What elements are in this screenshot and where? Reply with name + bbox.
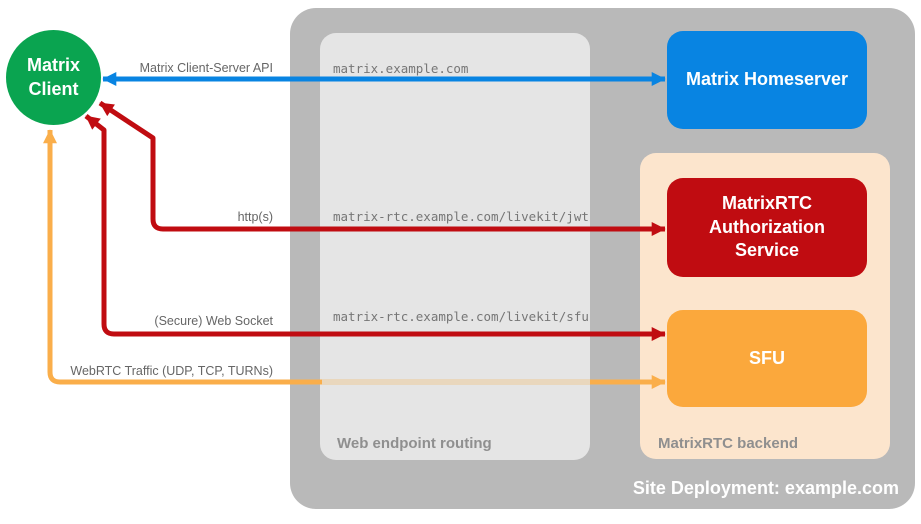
matrix-client-label: Matrix Client (26, 55, 80, 99)
matrix-homeserver-label: Matrix Homeserver (685, 69, 849, 90)
node-matrixrtc-authorization-service: MatrixRTC Authorization Service (667, 178, 867, 277)
matrixrtc-backend-label: MatrixRTC backend (658, 435, 799, 452)
node-sfu: SFU (667, 310, 867, 407)
label-https: http(s) (237, 210, 273, 224)
label-client-server-api: Matrix Client-Server API (139, 61, 273, 75)
matrixrtc-authorization-service-label: MatrixRTC Authorization Service (709, 193, 825, 261)
node-matrix-client: Matrix Client (6, 30, 101, 125)
endpoint-homeserver-url: matrix.example.com (333, 61, 469, 76)
label-websocket: (Secure) Web Socket (154, 314, 273, 328)
web-endpoint-routing-label: Web endpoint routing (337, 435, 492, 452)
endpoint-jwt-url: matrix-rtc.example.com/livekit/jwt (333, 209, 589, 224)
node-matrix-homeserver: Matrix Homeserver (667, 31, 867, 129)
web-endpoint-routing-container: matrix.example.com matrix-rtc.example.co… (320, 33, 590, 460)
label-webrtc-traffic: WebRTC Traffic (UDP, TCP, TURNs) (70, 364, 273, 378)
endpoint-sfu-url: matrix-rtc.example.com/livekit/sfu (333, 309, 589, 324)
site-deployment-label: Site Deployment: example.com (632, 478, 899, 498)
sfu-label: SFU (749, 347, 785, 368)
